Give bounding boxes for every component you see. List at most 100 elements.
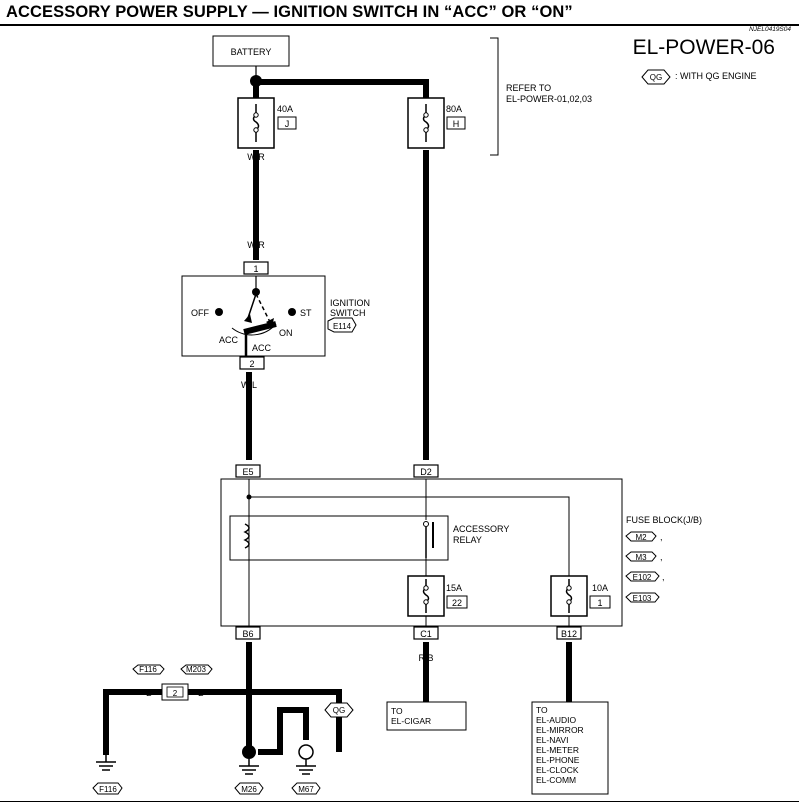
ground-f116-icon bbox=[96, 755, 116, 771]
ignition-on-label: ON bbox=[279, 328, 293, 338]
relay-label-2: RELAY bbox=[453, 535, 482, 545]
sep-3: , bbox=[662, 572, 665, 582]
fuse-80a-code-box bbox=[446, 116, 466, 130]
ignition-connector-label: E114 bbox=[333, 322, 352, 331]
sep-1: , bbox=[660, 532, 663, 542]
wire-label-wr-mid: W/R bbox=[247, 240, 265, 250]
ground-m67-dot bbox=[298, 744, 314, 760]
fuse-40a-code: J bbox=[285, 119, 290, 129]
battery-label: BATTERY bbox=[231, 47, 272, 57]
fuse-block-connector-m3: M3 bbox=[635, 553, 647, 562]
wire-b-f116 bbox=[103, 689, 162, 755]
wire-label-b-qg: B bbox=[336, 725, 342, 735]
fuse-block-connector-m2: M2 bbox=[635, 533, 647, 542]
fuse-15a-code: 22 bbox=[452, 598, 462, 608]
relay-contact bbox=[423, 521, 429, 527]
wire-label-b-right: B bbox=[198, 688, 204, 698]
wire-label-wr-top: W/R bbox=[247, 152, 265, 162]
fuse-80a-code: H bbox=[453, 119, 460, 129]
ignition-pin-1: 1 bbox=[253, 264, 258, 274]
to-cigar-box bbox=[386, 701, 467, 731]
wire-label-wl: W/L bbox=[241, 380, 257, 390]
ignition-title-2: SWITCH bbox=[330, 308, 366, 318]
ground-m67-label: M67 bbox=[298, 785, 314, 794]
ground-m26-icon bbox=[239, 759, 259, 775]
qg-wire-tag-icon bbox=[324, 702, 354, 718]
wire-b-qg bbox=[249, 689, 342, 752]
to-list-item: EL-PHONE bbox=[536, 755, 580, 765]
to-list-head: TO bbox=[536, 705, 548, 715]
ignition-arrow-right-icon bbox=[266, 318, 274, 327]
fuse-block-title: FUSE BLOCK(J/B) bbox=[626, 515, 702, 525]
wire-label-b-b6: B bbox=[246, 653, 252, 663]
fuse-block-connector-e103: E103 bbox=[633, 594, 652, 603]
fuse-block-splice bbox=[246, 494, 252, 500]
qg-wire-tag-label: QG bbox=[333, 706, 345, 715]
fuse-block-pin-b6: B6 bbox=[242, 629, 253, 639]
qg-legend-tag-icon bbox=[641, 69, 671, 85]
connector-m203-tag bbox=[180, 664, 213, 675]
ignition-st-contact bbox=[288, 308, 296, 316]
page-title: ACCESSORY POWER SUPPLY — IGNITION SWITCH… bbox=[6, 3, 573, 21]
ignition-arrow-left-icon bbox=[244, 314, 252, 323]
fuse-40a-icon bbox=[237, 97, 275, 149]
to-list-item: EL-NAVI bbox=[536, 735, 568, 745]
wire-label-b-f116: B bbox=[103, 725, 109, 735]
page-id: EL-POWER-06 bbox=[632, 36, 775, 59]
fuse-15a-code-box bbox=[446, 595, 468, 609]
fuse-10a-code: 1 bbox=[597, 598, 602, 608]
refer-to-pages: EL-POWER-01,02,03 bbox=[506, 94, 593, 104]
relay-label-1: ACCESSORY bbox=[453, 524, 509, 534]
wire-80a-feed bbox=[256, 79, 429, 98]
ignition-off-contact bbox=[215, 308, 223, 316]
to-cigar-target: EL-CIGAR bbox=[391, 716, 431, 726]
fuse-80a-amp: 80A bbox=[446, 104, 462, 114]
sep-2: , bbox=[660, 552, 663, 562]
title-underline bbox=[0, 24, 799, 26]
power-wires bbox=[103, 79, 572, 755]
to-list-box bbox=[531, 701, 609, 795]
joint-m203-label: M203 bbox=[186, 665, 207, 674]
ground-f116-label: F116 bbox=[99, 785, 117, 794]
ignition-off-label: OFF bbox=[191, 308, 209, 318]
ignition-title-1: IGNITION bbox=[330, 298, 370, 308]
fuse-10a-code-box bbox=[589, 595, 611, 609]
splice-dot bbox=[250, 75, 262, 87]
fuse-block-pin-e5: E5 bbox=[242, 467, 253, 477]
qg-legend-tag-label: QG bbox=[650, 73, 662, 82]
fuse-block-connector-e102: E102 bbox=[633, 573, 652, 582]
ground-m26-label: M26 bbox=[241, 785, 257, 794]
fuse-80a-icon bbox=[407, 97, 445, 149]
fuse-block-pin-c1: C1 bbox=[420, 629, 432, 639]
fuse-block bbox=[220, 464, 623, 640]
fuse-block-connector-tags bbox=[625, 531, 660, 603]
wire-label-r-low: R bbox=[423, 446, 430, 456]
fuse-10a-amp: 10A bbox=[592, 583, 608, 593]
to-list-item: EL-MIRROR bbox=[536, 725, 584, 735]
qg-engine-note: : WITH QG ENGINE bbox=[675, 71, 757, 81]
fuse-15a-amp: 15A bbox=[446, 583, 462, 593]
to-list-item: EL-CLOCK bbox=[536, 765, 579, 775]
to-cigar-head: TO bbox=[391, 706, 403, 716]
bottom-rule bbox=[0, 801, 799, 802]
ignition-acc-left-label: ACC bbox=[219, 335, 239, 345]
fuse-block-pin-d2: D2 bbox=[420, 467, 432, 477]
fuse-40a-code-box bbox=[277, 116, 297, 130]
ground-f116-tag bbox=[92, 782, 123, 795]
wire-b-loop bbox=[258, 707, 309, 755]
joint-f116-label: F116 bbox=[139, 665, 157, 674]
to-list-item: EL-METER bbox=[536, 745, 579, 755]
to-list-item: EL-COMM bbox=[536, 775, 576, 785]
fuse-block-pin-b12: B12 bbox=[561, 629, 577, 639]
to-list-item: EL-AUDIO bbox=[536, 715, 577, 725]
wire-label-b-b: B bbox=[303, 725, 309, 735]
document-id: NJEL0419S04 bbox=[749, 26, 791, 33]
connector-f116-tag bbox=[132, 664, 165, 675]
ignition-pivot bbox=[252, 288, 260, 296]
ground-m26-tag bbox=[234, 782, 264, 795]
wire-label-p: P bbox=[566, 653, 572, 663]
ignition-acc-bottom-label: ACC bbox=[252, 343, 272, 353]
refer-to-label: REFER TO bbox=[506, 83, 552, 93]
ignition-pin-2: 2 bbox=[249, 359, 254, 369]
wire-label-b-left: B bbox=[146, 688, 152, 698]
